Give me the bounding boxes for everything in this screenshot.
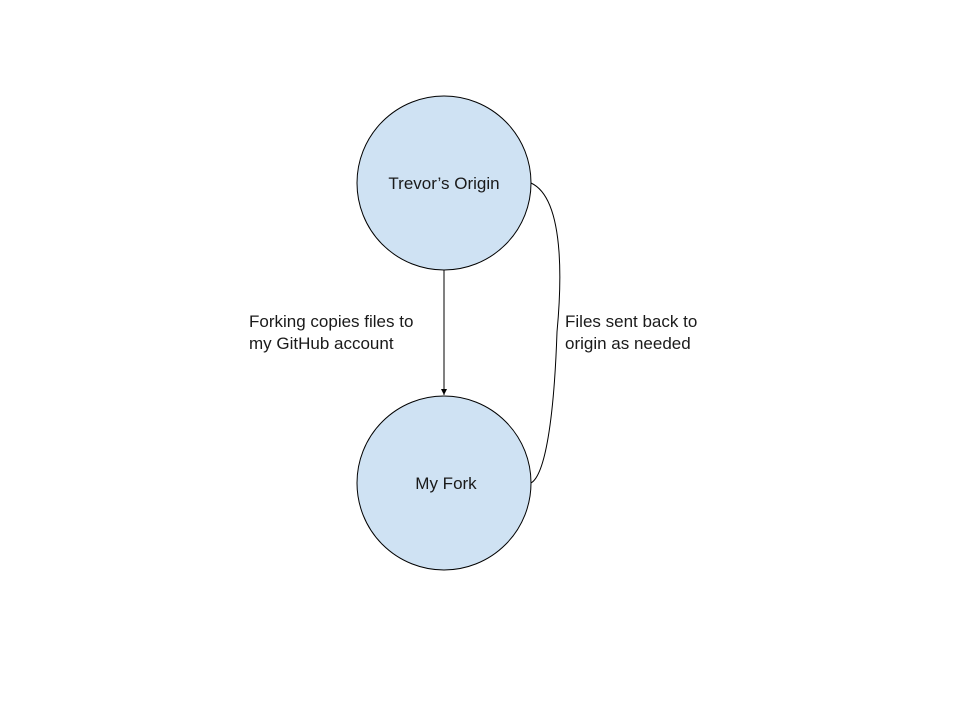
fork-label: My Fork bbox=[415, 474, 477, 493]
fork-node[interactable]: My Fork bbox=[356, 395, 532, 571]
fork-edge-label-line-1: Forking copies files to bbox=[249, 312, 414, 331]
return-edge-label-line-2: origin as needed bbox=[565, 334, 691, 353]
origin-circle bbox=[356, 95, 532, 271]
fork-edge-label-line-2: my GitHub account bbox=[249, 334, 394, 353]
return-edge-label-line-1: Files sent back to bbox=[565, 312, 698, 331]
fork-circle bbox=[356, 395, 532, 571]
fork-edge-label: Forking copies files to my GitHub accoun… bbox=[249, 311, 413, 355]
origin-node[interactable]: Trevor’s Origin bbox=[356, 95, 532, 271]
return-connector bbox=[530, 182, 561, 484]
return-edge-label: Files sent back to origin as needed bbox=[565, 311, 697, 355]
origin-label: Trevor’s Origin bbox=[388, 174, 499, 193]
